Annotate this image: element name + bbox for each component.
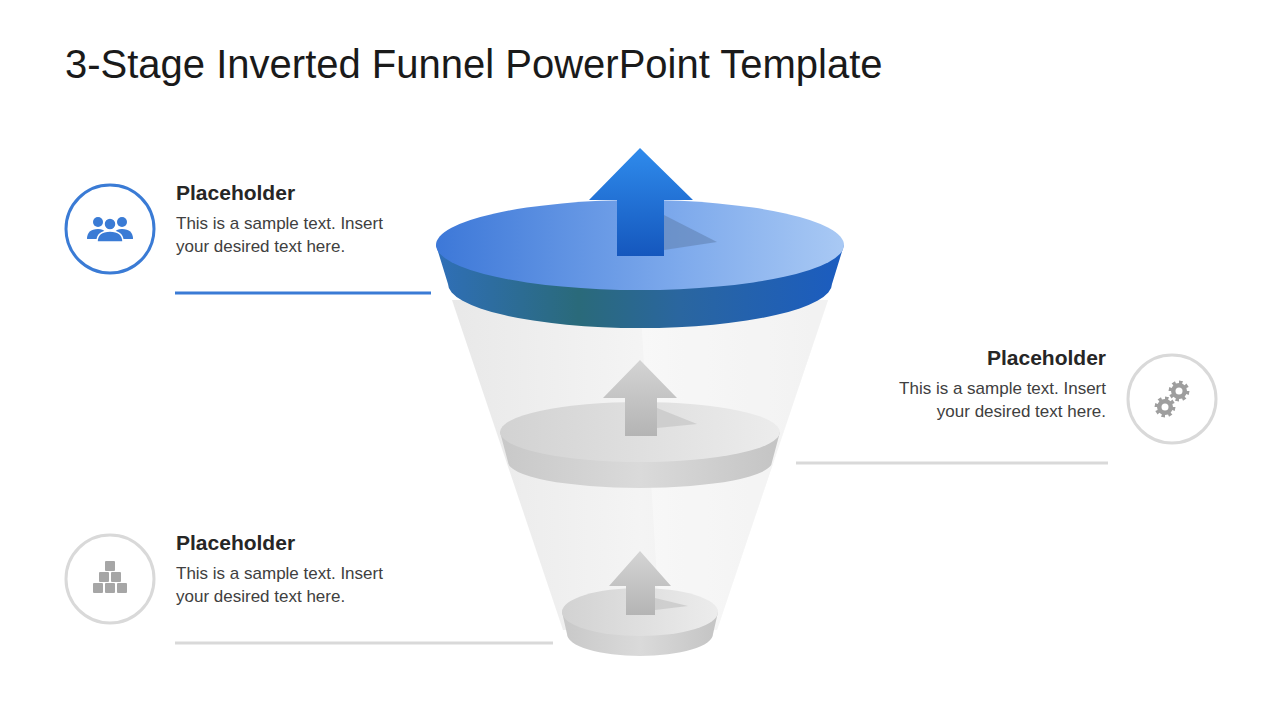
item-body: This is a sample text. Insert your desir…	[176, 562, 412, 608]
text-group: PlaceholderThis is a sample text. Insert…	[870, 345, 1106, 423]
text-group: PlaceholderThis is a sample text. Insert…	[176, 530, 412, 608]
arrow-shadow	[664, 215, 717, 250]
placeholder-item: PlaceholderThis is a sample text. Insert…	[63, 180, 453, 290]
gears-icon	[1155, 381, 1190, 418]
funnel-cone	[452, 300, 828, 630]
leader-line	[175, 292, 431, 295]
arrow-shadow	[657, 408, 697, 428]
item-body: This is a sample text. Insert your desir…	[870, 377, 1106, 423]
bottom-arrow	[609, 551, 671, 615]
icon-ring	[1128, 355, 1216, 443]
item-heading: Placeholder	[870, 345, 1106, 371]
icon-circle	[60, 529, 160, 629]
leader-line	[175, 642, 553, 645]
item-heading: Placeholder	[176, 530, 412, 556]
people-icon	[87, 217, 133, 242]
slide-title: 3-Stage Inverted Funnel PowerPoint Templ…	[65, 42, 883, 87]
boxes-icon	[93, 561, 127, 593]
top-arrow	[589, 148, 693, 256]
placeholder-item: PlaceholderThis is a sample text. Insert…	[63, 530, 453, 640]
leader-line	[796, 462, 1108, 465]
icon-circle	[1122, 349, 1222, 449]
item-body: This is a sample text. Insert your desir…	[176, 212, 412, 258]
placeholder-item: PlaceholderThis is a sample text. Insert…	[870, 345, 1220, 455]
icon-ring	[66, 535, 154, 623]
icon-circle	[60, 179, 160, 279]
arrow-shadow	[655, 598, 688, 610]
middle-arrow	[603, 360, 677, 436]
item-heading: Placeholder	[176, 180, 412, 206]
text-group: PlaceholderThis is a sample text. Insert…	[176, 180, 412, 258]
icon-ring	[66, 185, 154, 273]
